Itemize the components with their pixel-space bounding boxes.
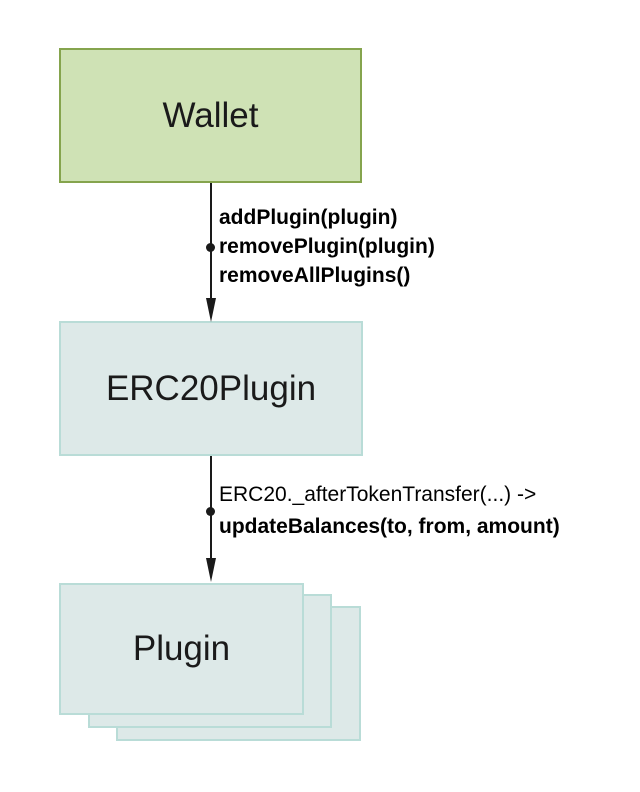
node-erc20plugin-label: ERC20Plugin (105, 368, 317, 408)
node-plugin-label: Plugin (132, 629, 231, 668)
arrow-down-icon (206, 298, 216, 322)
edge-label-anchor-dot (206, 507, 215, 516)
node-wallet-label: Wallet (162, 95, 259, 135)
edge-label-anchor-dot (206, 243, 215, 252)
edge-label-line: ERC20._afterTokenTransfer(...) -> (219, 483, 537, 506)
node-erc20plugin: ERC20Plugin (59, 321, 363, 456)
edge-label-line: removePlugin(plugin) (219, 235, 435, 258)
edge-erc20-to-plugin-labels: ERC20._afterTokenTransfer(...) -> update… (219, 479, 560, 543)
edge-wallet-to-erc20-labels: addPlugin(plugin) removePlugin(plugin) r… (219, 203, 435, 290)
edge-label-line: updateBalances(to, from, amount) (219, 515, 560, 538)
edge-label-line: addPlugin(plugin) (219, 206, 398, 229)
node-wallet: Wallet (59, 48, 362, 183)
node-plugin: Plugin (59, 583, 304, 715)
edge-label-line: removeAllPlugins() (219, 264, 411, 287)
arrow-down-icon (206, 558, 216, 582)
edge-wallet-to-erc20-line (210, 183, 212, 299)
